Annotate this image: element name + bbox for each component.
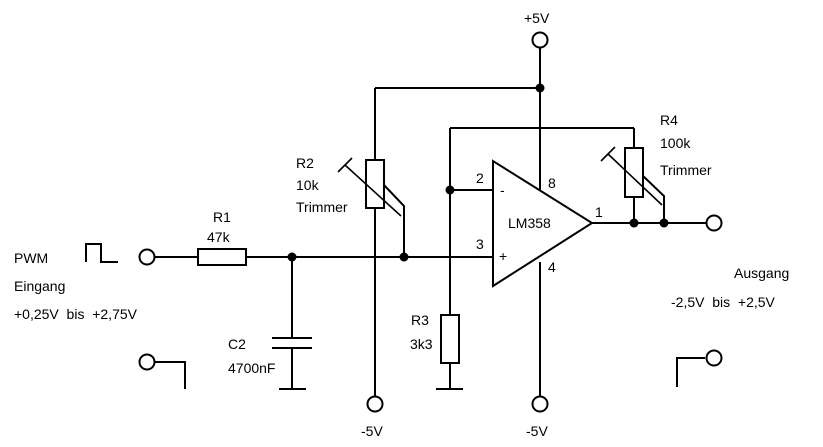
- terminal-input[interactable]: [138, 248, 156, 266]
- junction-r2-wiper: [399, 252, 409, 262]
- output-range: -2,5V bis +2,5V: [671, 294, 776, 310]
- supply-negative-opamp-label: -5V: [526, 423, 548, 439]
- trimmer-r2-arrow: [337, 157, 402, 217]
- resistor-r1-body: [197, 248, 247, 266]
- opamp-name: LM358: [508, 215, 551, 231]
- junction-inverting: [445, 185, 455, 195]
- input-label: PWM: [14, 250, 48, 266]
- r3-value: 3k3: [410, 336, 433, 352]
- r1-value: 47k: [207, 229, 231, 245]
- wire-r2-wiper: [382, 183, 405, 257]
- terminal-r2-vee[interactable]: [366, 395, 384, 413]
- ground-symbol-input: [155, 361, 186, 389]
- junction-c2: [287, 252, 297, 262]
- terminals: [138, 31, 723, 413]
- trimmer-r4-arrow: [600, 146, 663, 206]
- r4-value: 100k: [660, 135, 691, 151]
- r2-type: Trimmer: [296, 199, 348, 215]
- capacitor-c2: [272, 337, 312, 349]
- opamp-pin-vcc: 8: [548, 175, 556, 191]
- opamp-pin-noninverting: 3: [476, 236, 484, 252]
- terminal-opamp-vee[interactable]: [531, 395, 549, 413]
- junction-vcc: [535, 83, 545, 93]
- junctions: [287, 83, 669, 262]
- terminal-output-ground[interactable]: [705, 349, 723, 367]
- trimmer-r4-body: [624, 147, 644, 198]
- input-sublabel: Eingang: [14, 278, 65, 294]
- opamp-pin-output: 1: [595, 204, 603, 220]
- terminal-input-ground[interactable]: [138, 353, 156, 371]
- terminal-output[interactable]: [705, 214, 723, 232]
- labels: PWM Eingang +0,25V bis +2,75V Ausgang -2…: [14, 10, 789, 439]
- junction-r4-bottom: [629, 218, 639, 228]
- c2-value: 4700nF: [228, 360, 275, 376]
- opamp-minus-sign: -: [500, 182, 505, 198]
- supply-positive-label: +5V: [524, 10, 550, 26]
- r3-name: R3: [411, 312, 429, 328]
- terminal-vcc[interactable]: [531, 31, 549, 49]
- opamp-plus-sign: +: [499, 248, 507, 264]
- supply-negative-r2-label: -5V: [361, 423, 383, 439]
- pwm-pulse-icon: [85, 243, 118, 263]
- trimmer-r2-body: [365, 159, 385, 209]
- r1-name: R1: [213, 209, 231, 225]
- input-range: +0,25V bis +2,75V: [14, 306, 138, 322]
- opamp-pin-vee: 4: [548, 259, 556, 275]
- trimmer-r4: [600, 146, 663, 206]
- opamp-lm358: [492, 159, 594, 288]
- ground-symbol-output: [676, 357, 705, 387]
- resistor-r3: [440, 314, 460, 364]
- wire-r4-wiper: [641, 174, 665, 223]
- output-label: Ausgang: [734, 265, 789, 281]
- r2-name: R2: [296, 155, 314, 171]
- r4-name: R4: [660, 112, 678, 128]
- resistor-r3-body: [440, 314, 460, 364]
- c2-name: C2: [228, 336, 246, 352]
- opamp-pin-inverting: 2: [476, 170, 484, 186]
- trimmer-r2: [337, 157, 402, 217]
- r4-type: Trimmer: [660, 162, 712, 178]
- r2-value: 10k: [296, 177, 320, 193]
- resistor-r1: [197, 248, 247, 266]
- junction-r4-wiper: [659, 218, 669, 228]
- opamp-triangle: [492, 159, 594, 288]
- wires: [85, 48, 706, 396]
